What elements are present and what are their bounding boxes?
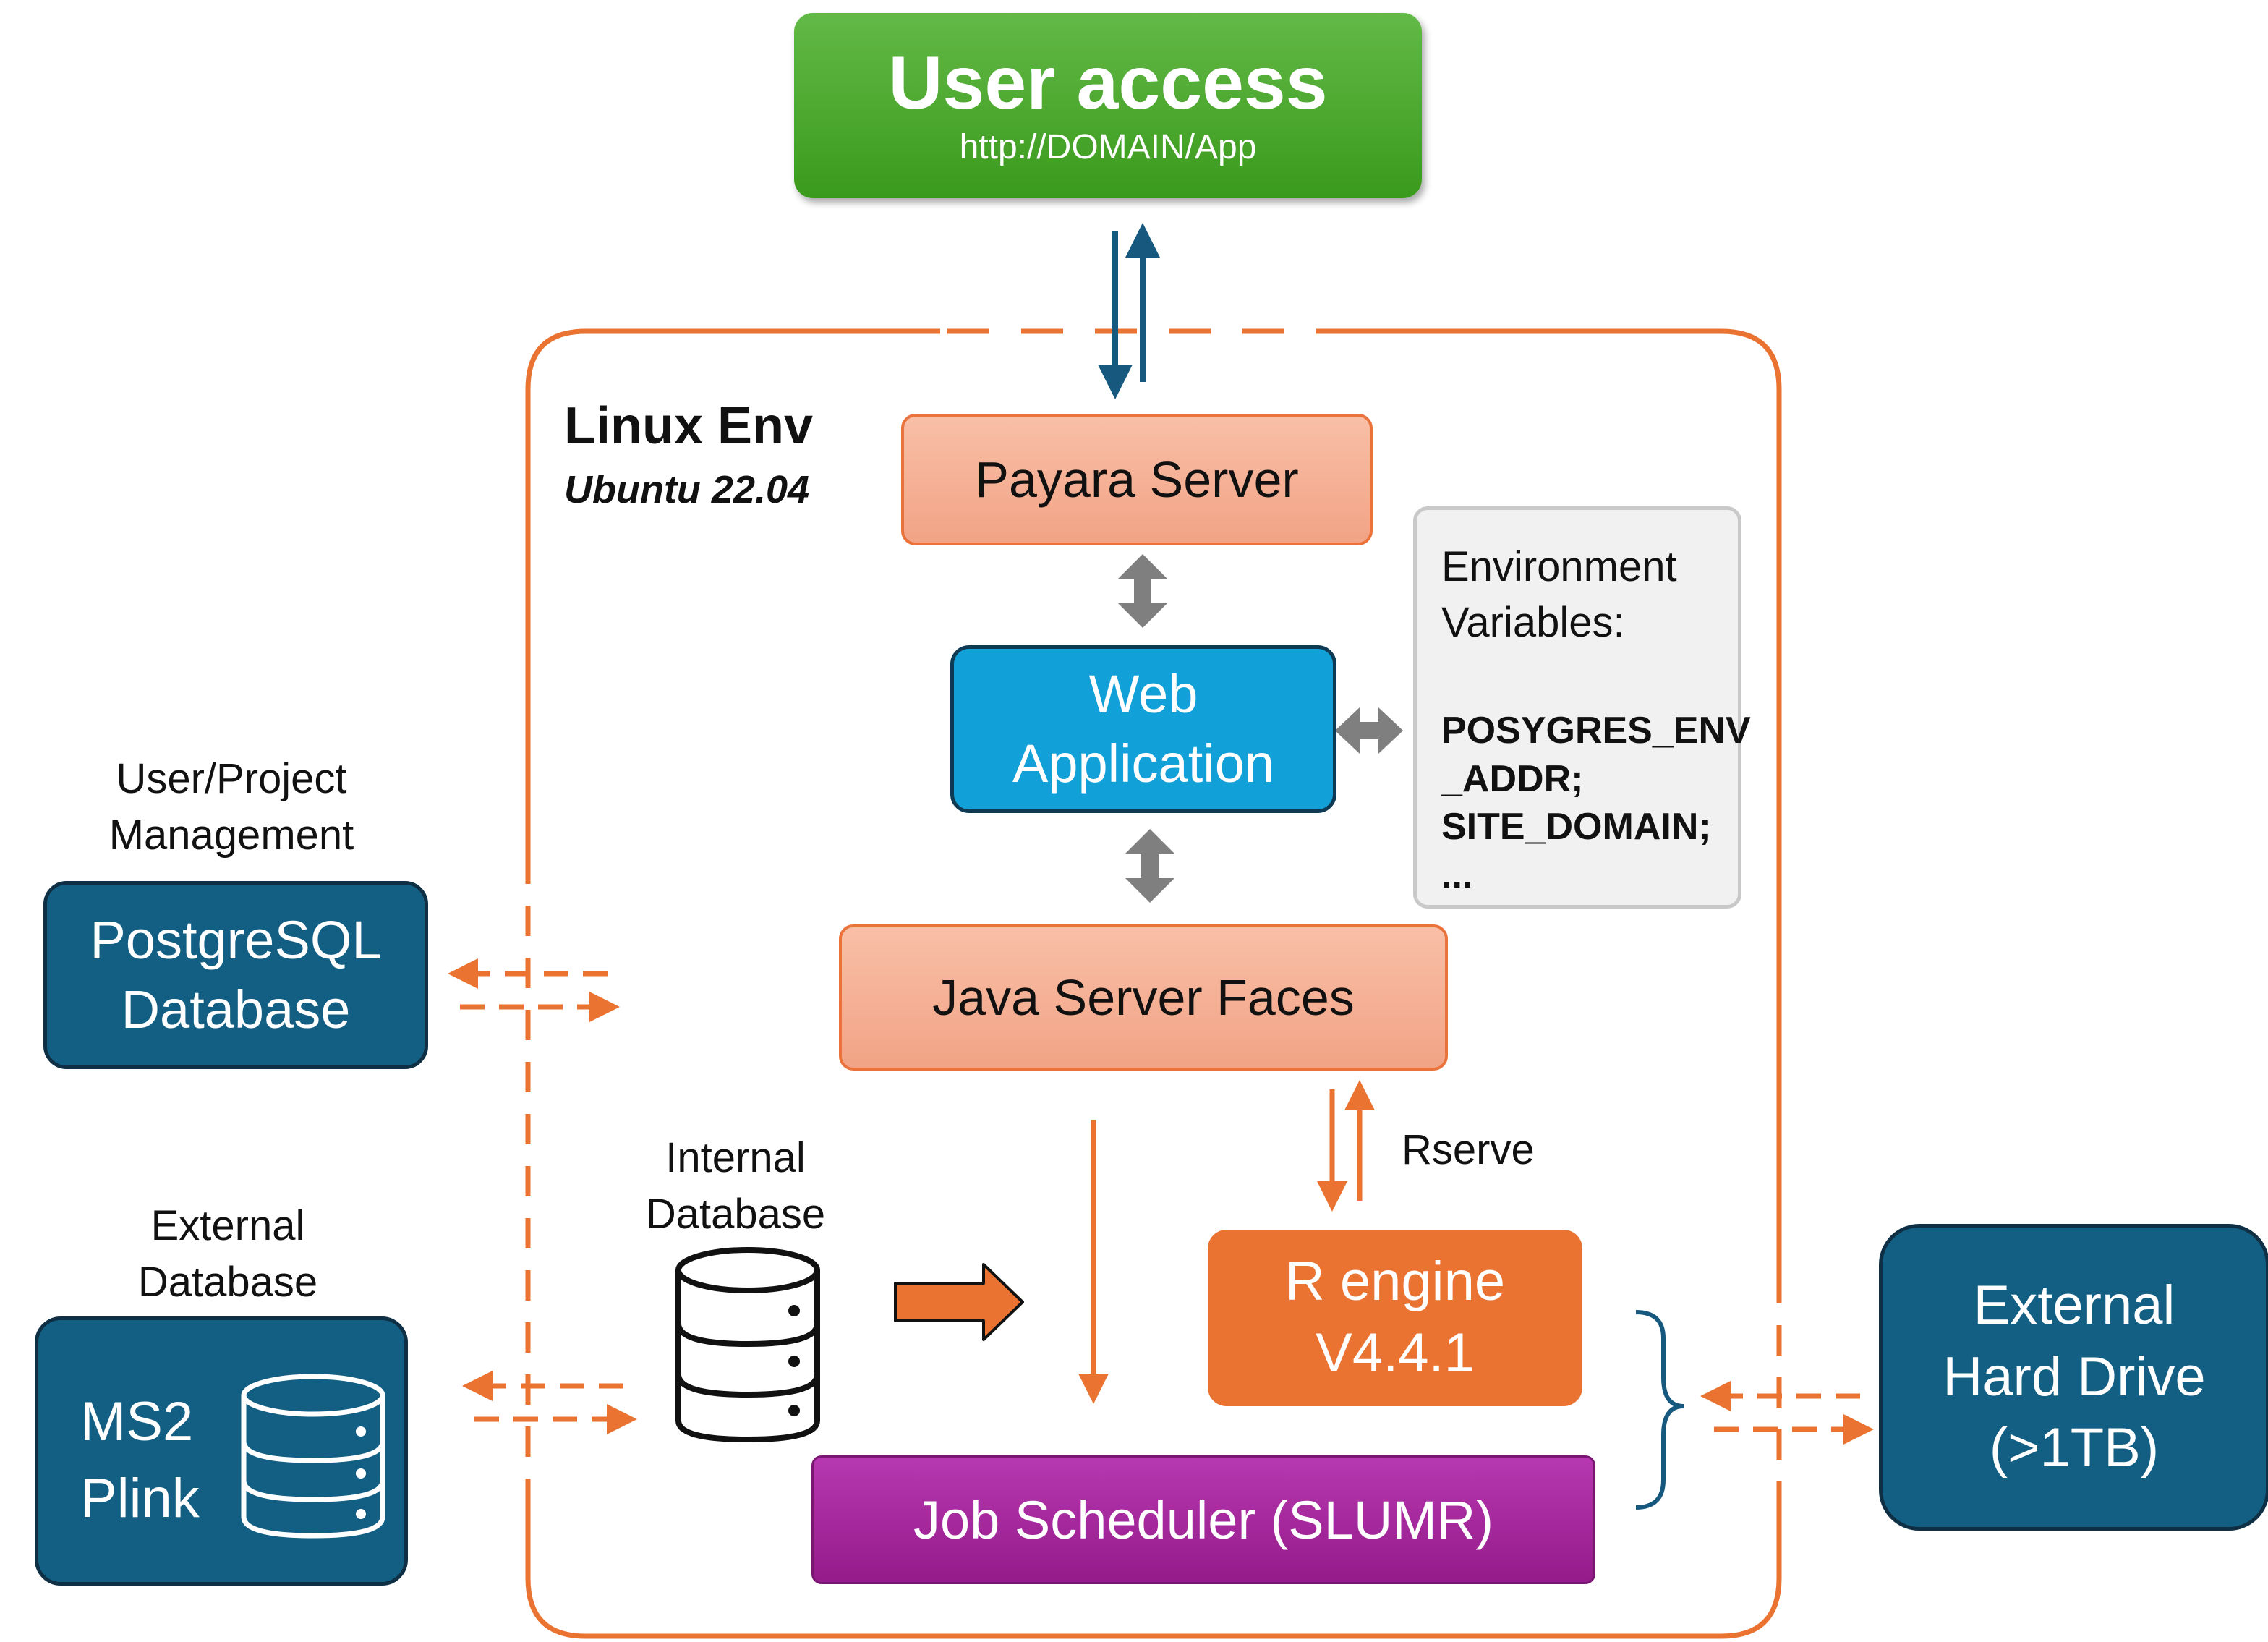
- external-db-caption: External Database: [80, 1198, 376, 1311]
- internal-db-line1: Internal: [665, 1134, 806, 1181]
- external-database-box: MS2 Plink: [35, 1316, 408, 1586]
- environment-variables-box: Environment Variables: POSYGRES_ENV _ADD…: [1413, 506, 1751, 909]
- user-access-box: User access http://DOMAIN/App: [794, 13, 1422, 198]
- env-var: SITE_DOMAIN;: [1441, 806, 1711, 848]
- user-access-url: http://DOMAIN/App: [959, 128, 1257, 167]
- payara-server-box: Payara Server: [901, 414, 1373, 545]
- linux-env-os: Ubuntu 22.04: [564, 468, 810, 511]
- postgres-line1: PostgreSQL: [90, 909, 382, 970]
- external-database-icon: [241, 1374, 385, 1539]
- hard-drive-line2: Hard Drive: [1943, 1345, 2206, 1408]
- env-var: POSYGRES_ENV: [1441, 710, 1751, 752]
- java-server-faces-box: Java Server Faces: [839, 924, 1448, 1071]
- web-app-line1: Web: [1088, 663, 1198, 724]
- gray-double-arrows: [1118, 554, 1403, 903]
- external-db-dashed-arrows: [462, 1371, 637, 1434]
- external-db-line1: MS2: [80, 1391, 194, 1452]
- postgres-caption-line2: Management: [108, 812, 354, 859]
- internal-database-caption: Internal Database: [623, 1130, 848, 1243]
- hard-drive-line3: (>1TB): [1989, 1417, 2160, 1479]
- payara-label: Payara Server: [975, 451, 1299, 508]
- env-vars-list: POSYGRES_ENV _ADDR; SITE_DOMAIN; ...: [1441, 707, 1751, 899]
- web-application-box: Web Application: [950, 645, 1336, 813]
- postgres-line2: Database: [121, 979, 351, 1039]
- internal-db-line2: Database: [645, 1191, 826, 1238]
- r-engine-box: R engine V4.4.1: [1208, 1230, 1582, 1406]
- external-db-labels: MS2 Plink: [80, 1384, 200, 1538]
- rserve-arrows: [1317, 1080, 1375, 1212]
- postgres-caption: User/Project Management: [72, 751, 391, 864]
- linux-env-border: [524, 328, 1783, 1639]
- right-brace: [1635, 1310, 1684, 1510]
- internal-database-icon: [675, 1247, 820, 1443]
- rserve-label: Rserve: [1402, 1126, 1535, 1173]
- r-engine-line2: V4.4.1: [1316, 1322, 1475, 1384]
- hard-drive-dashed-arrows: [1700, 1381, 1874, 1445]
- user-access-arrows: [1098, 223, 1160, 399]
- web-app-line2: Application: [1012, 733, 1274, 794]
- postgres-caption-line1: User/Project: [116, 755, 347, 802]
- env-title-line2: Variables:: [1441, 599, 1625, 647]
- env-var: _ADDR;: [1441, 757, 1584, 800]
- db-block-arrow: [894, 1263, 1024, 1341]
- scheduler-label: Job Scheduler (SLUMR): [913, 1489, 1493, 1550]
- external-db-line2: Plink: [80, 1468, 200, 1530]
- linux-env-title: Linux Env: [564, 397, 814, 455]
- job-scheduler-box: Job Scheduler (SLUMR): [811, 1455, 1595, 1584]
- jsf-label: Java Server Faces: [932, 969, 1355, 1026]
- user-access-title: User access: [888, 41, 1328, 125]
- postgres-dashed-arrows: [448, 958, 620, 1022]
- env-var: ...: [1441, 854, 1473, 896]
- r-engine-line1: R engine: [1284, 1251, 1506, 1313]
- external-hard-drive-box: External Hard Drive (>1TB): [1879, 1224, 2268, 1531]
- postgresql-database-box: PostgreSQL Database: [43, 881, 428, 1069]
- external-db-caption-line1: External: [150, 1202, 305, 1249]
- hard-drive-line1: External: [1973, 1274, 2175, 1336]
- external-db-caption-line2: Database: [137, 1259, 318, 1306]
- env-title-line1: Environment: [1441, 543, 1677, 590]
